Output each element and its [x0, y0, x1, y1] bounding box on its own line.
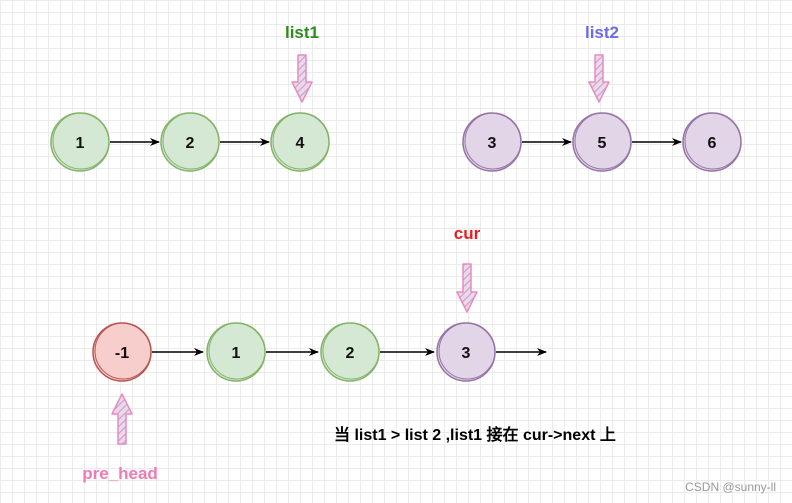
caption: 当 list1 > list 2 ,list1 接在 cur->next 上	[334, 425, 616, 444]
list1-node-4-label: 4	[296, 135, 305, 152]
list2-pointer: list2	[585, 23, 619, 103]
list1-chain: 1 2 4	[50, 112, 330, 172]
merged-node-1: 1	[206, 322, 266, 382]
cur-pointer-label: cur	[454, 224, 481, 243]
list2-pointer-arrow-icon	[588, 54, 610, 103]
pre-head-pointer: pre_head	[82, 393, 158, 483]
list2-node-3-label: 3	[488, 135, 497, 152]
watermark: CSDN @sunny-ll	[685, 480, 776, 494]
cur-pointer: cur	[454, 224, 481, 313]
list2-pointer-label: list2	[585, 23, 619, 42]
list2-node-5: 5	[572, 112, 632, 172]
list1-node-2-label: 2	[186, 135, 195, 152]
list2-chain: 3 5 6	[462, 112, 742, 172]
list1-node-4: 4	[270, 112, 330, 172]
merged-node-1-label: 1	[232, 345, 241, 362]
list1-pointer: list1	[285, 23, 319, 103]
list1-pointer-label: list1	[285, 23, 319, 42]
merged-node-2-label: 2	[346, 345, 355, 362]
list2-node-5-label: 5	[598, 135, 607, 152]
list2-node-3: 3	[462, 112, 522, 172]
pre-head-pointer-label: pre_head	[82, 464, 158, 483]
pre-head-node: -1	[92, 322, 152, 382]
list1-pointer-arrow-icon	[291, 54, 313, 103]
list2-node-6: 6	[682, 112, 742, 172]
cur-pointer-arrow-icon	[456, 263, 478, 313]
list1-node-1-label: 1	[76, 135, 85, 152]
list2-node-6-label: 6	[708, 135, 717, 152]
merged-node-3: 3	[436, 322, 496, 382]
list1-node-2: 2	[160, 112, 220, 172]
merged-node-3-label: 3	[462, 345, 471, 362]
pre-head-node-label: -1	[115, 345, 129, 362]
pre-head-pointer-arrow-icon	[111, 393, 133, 445]
list1-node-1: 1	[50, 112, 110, 172]
merged-chain: -1 1 2 3	[92, 322, 547, 382]
merged-node-2: 2	[320, 322, 380, 382]
